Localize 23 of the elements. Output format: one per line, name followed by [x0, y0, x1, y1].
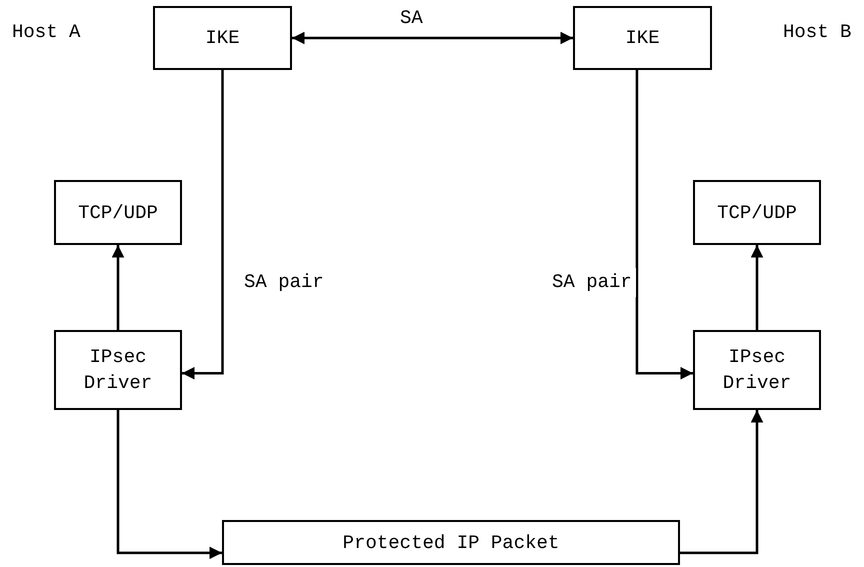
arrow — [680, 410, 764, 554]
box-label: IKE — [625, 26, 660, 51]
process-box — [693, 180, 821, 245]
arrow — [750, 245, 764, 330]
process-box — [573, 6, 712, 70]
arrow — [636, 70, 693, 380]
box-label: IKE — [205, 26, 240, 51]
host-label: Host B — [783, 20, 852, 45]
arrow — [112, 245, 124, 330]
box-label: Protected IP Packet — [342, 530, 560, 556]
process-box — [222, 520, 680, 565]
box-label: IPsec Driver — [722, 345, 792, 396]
box-label: IPsec Driver — [82, 345, 154, 396]
process-box — [693, 330, 821, 410]
arrow — [116, 410, 222, 560]
process-box — [54, 180, 182, 245]
process-box — [153, 6, 292, 70]
arrow — [182, 70, 224, 380]
arrow — [292, 32, 573, 44]
box-label: TCP/UDP — [717, 200, 797, 226]
box-label: TCP/UDP — [78, 200, 158, 226]
process-box — [54, 330, 182, 410]
host-label: Host A — [12, 20, 80, 45]
